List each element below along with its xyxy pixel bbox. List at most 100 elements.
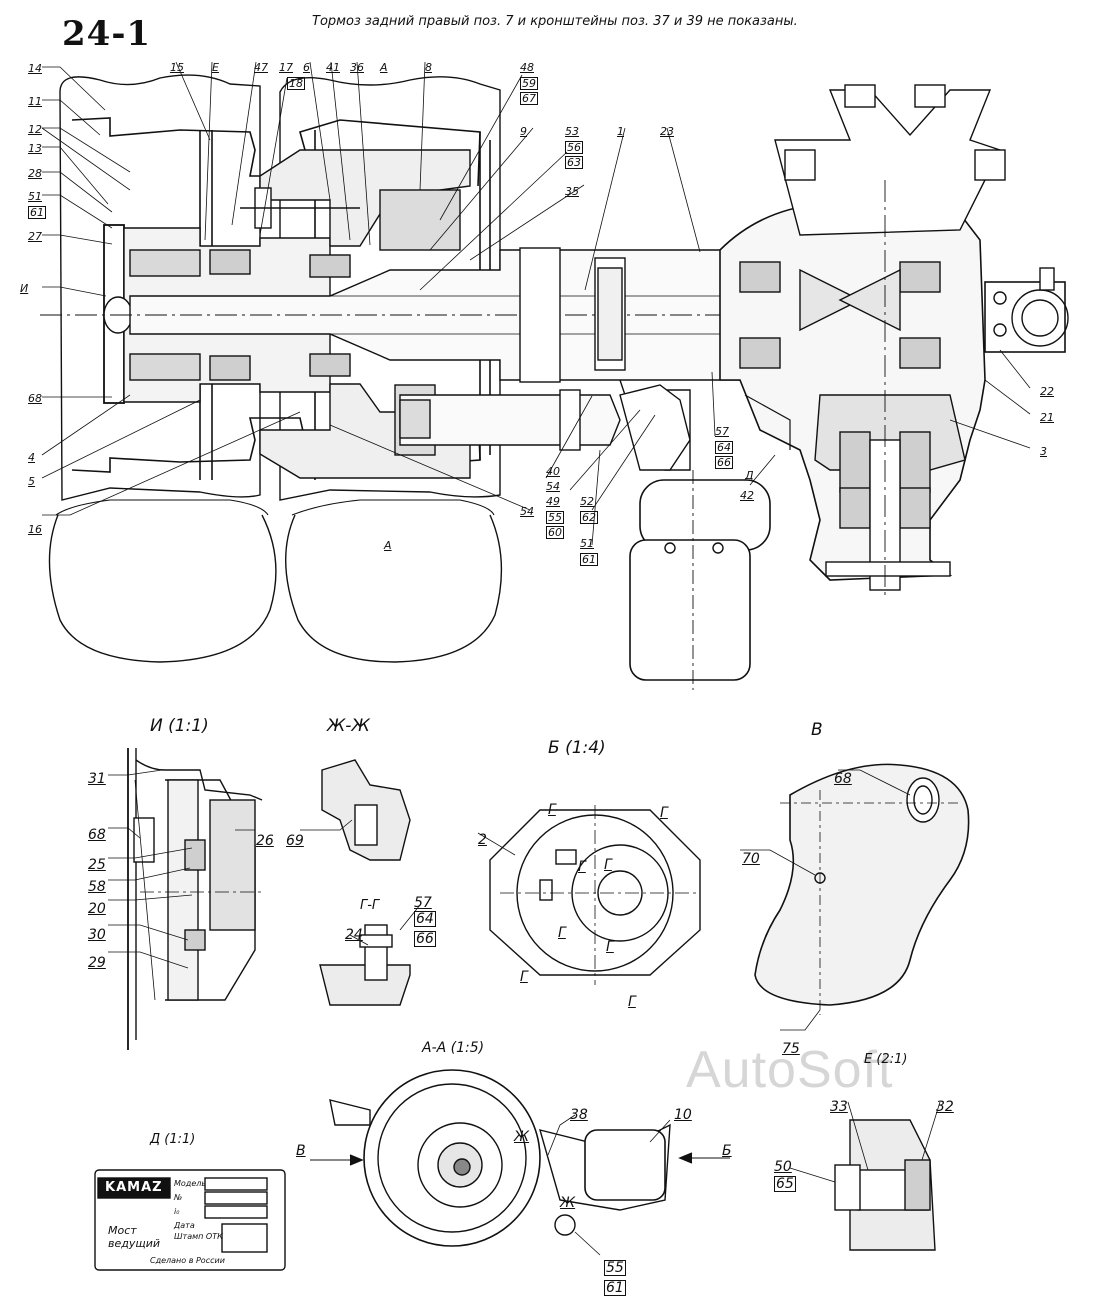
- position-label: 24: [345, 927, 363, 943]
- position-label: 49: [546, 495, 560, 508]
- position-label: 29: [88, 955, 106, 971]
- brake-camshaft: [399, 384, 791, 471]
- sheet-number: 24-1: [62, 14, 152, 54]
- section-g-drawing: [319, 904, 421, 1006]
- position-label: Д: [745, 469, 754, 482]
- detail-e-title: Е (2:1): [864, 1052, 908, 1067]
- position-label: 55: [604, 1260, 626, 1276]
- position-label: 23: [660, 125, 674, 138]
- detail-i-drawing: [108, 748, 263, 1050]
- position-label: 66: [414, 931, 436, 947]
- position-label: 9: [520, 125, 527, 138]
- position-label: 75: [782, 1041, 800, 1057]
- position-label: Г: [606, 939, 614, 955]
- nameplate-stamp: Штамп ОТК: [174, 1232, 223, 1241]
- section-g-title: Г-Г: [360, 898, 380, 913]
- position-label: 69: [286, 833, 304, 849]
- position-label: 57: [715, 425, 729, 438]
- detail-d-title: Д (1:1): [150, 1132, 196, 1147]
- position-label: Г: [604, 857, 612, 873]
- nameplate-drawing: [94, 1169, 286, 1271]
- position-label: 33: [830, 1099, 848, 1115]
- position-label: 64: [715, 441, 733, 454]
- view-b-drawing: [477, 805, 701, 985]
- position-label: Г: [660, 805, 668, 821]
- section-aa-title: А-А (1:5): [422, 1040, 485, 1056]
- position-label: 11: [28, 95, 42, 108]
- section-zh-title: Ж-Ж: [327, 716, 370, 736]
- position-label: 28: [28, 167, 42, 180]
- position-label: 22: [1040, 385, 1054, 398]
- position-label: 50: [774, 1159, 792, 1175]
- position-label: 20: [88, 901, 106, 917]
- position-label: Е: [212, 61, 219, 74]
- leader-lines-main: [41, 61, 1031, 546]
- position-label: 64: [414, 911, 436, 927]
- section-zh-drawing: [300, 759, 411, 861]
- position-label: Г: [558, 925, 566, 941]
- nameplate-field: i₀: [174, 1207, 180, 1216]
- position-label: 55: [546, 511, 564, 524]
- position-label: 14: [28, 62, 42, 75]
- position-label: 1: [617, 125, 624, 138]
- outer-tyre: [48, 74, 277, 663]
- position-label: 27: [28, 230, 42, 243]
- position-label: 47: [254, 61, 268, 74]
- position-label: А: [384, 539, 392, 552]
- position-label: Ж: [514, 1129, 530, 1145]
- position-label: 61: [580, 553, 598, 566]
- position-label: 38: [570, 1107, 588, 1123]
- position-label: Ж: [560, 1195, 576, 1211]
- position-label: 31: [88, 771, 106, 787]
- position-label: 25: [88, 857, 106, 873]
- position-label: 30: [88, 927, 106, 943]
- axle-end-flange: [984, 267, 1069, 353]
- position-label: 61: [604, 1280, 626, 1296]
- view-b-title: Б (1:4): [548, 738, 606, 758]
- position-label: Г: [628, 994, 636, 1010]
- position-label: 12: [28, 123, 42, 136]
- position-label: 68: [28, 392, 42, 405]
- position-label: 63: [565, 156, 583, 169]
- position-label: 60: [546, 526, 564, 539]
- position-label: 13: [28, 142, 42, 155]
- position-label: 70: [742, 851, 760, 867]
- position-label: 68: [834, 771, 852, 787]
- detail-e-drawing: [789, 1101, 941, 1251]
- position-label: 59: [520, 77, 538, 90]
- section-aa-drawing: [310, 1069, 730, 1256]
- position-label: 41: [326, 61, 340, 74]
- position-label: 36: [350, 61, 364, 74]
- position-label: И: [20, 282, 29, 295]
- position-label: Б: [722, 1143, 732, 1159]
- position-label: Г: [578, 859, 586, 875]
- watermark: AutoSoft: [686, 1041, 894, 1099]
- nameplate-field: №: [174, 1193, 183, 1202]
- position-label: 10: [674, 1107, 692, 1123]
- inner-tyre: [279, 76, 503, 663]
- position-label: Г: [520, 969, 528, 985]
- position-label: 6: [303, 61, 310, 74]
- position-label: 26: [256, 833, 274, 849]
- position-label: 53: [565, 125, 579, 138]
- position-label: 5: [28, 475, 35, 488]
- nameplate-product: Мост ведущий: [108, 1224, 161, 1250]
- position-label: А: [380, 61, 388, 74]
- nameplate-brand: KAMAZ: [105, 1180, 163, 1195]
- position-label: 54: [546, 480, 560, 493]
- position-label: 54: [520, 505, 534, 518]
- nameplate-field: Дата: [174, 1221, 195, 1230]
- position-label: В: [296, 1143, 306, 1159]
- position-label: 16: [28, 523, 42, 536]
- position-label: 15: [170, 61, 184, 74]
- position-label: 56: [565, 141, 583, 154]
- view-v-title: В: [811, 720, 823, 740]
- drawing-note: Тормоз задний правый поз. 7 и кронштейны…: [312, 14, 798, 29]
- position-label: 40: [546, 465, 560, 478]
- position-label: 18: [287, 77, 305, 90]
- position-label: 3: [1040, 445, 1047, 458]
- position-label: 2: [478, 832, 487, 848]
- differential-housing: [719, 84, 1006, 600]
